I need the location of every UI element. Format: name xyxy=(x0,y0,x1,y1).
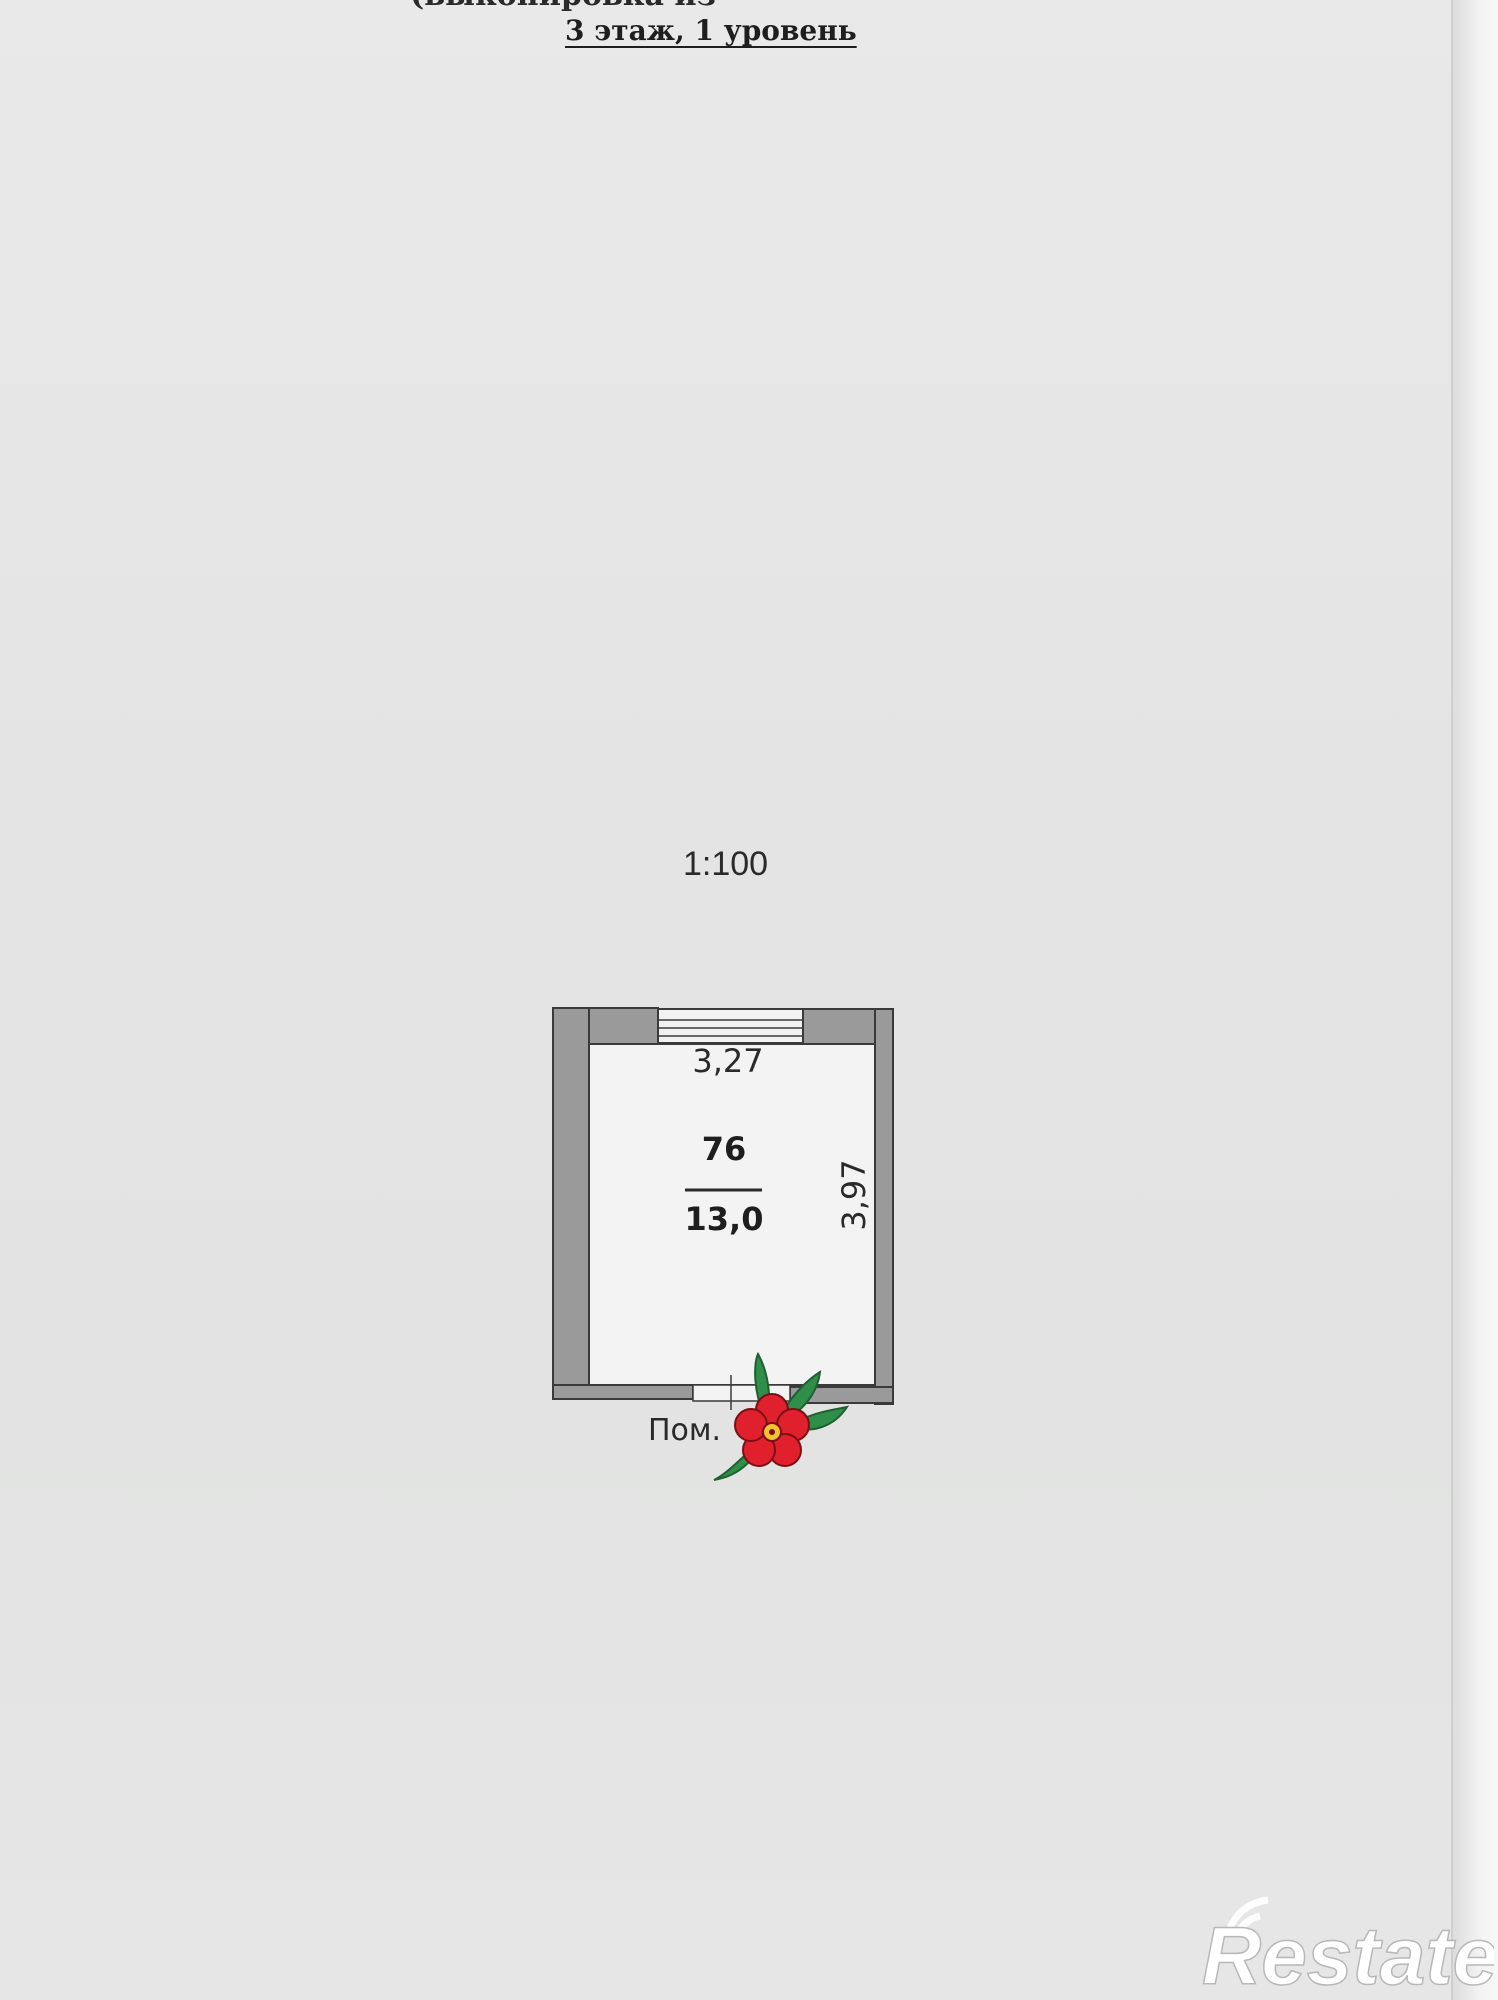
header-cut-line: (выкопировка из xyxy=(410,0,890,13)
header-floor-level: 3 этаж, 1 уровень xyxy=(565,14,857,47)
page-edge-shadow xyxy=(1452,0,1498,2000)
flower-sticker-icon xyxy=(713,1351,850,1481)
length-dimension: 3,97 xyxy=(835,1159,873,1230)
window xyxy=(657,1008,804,1044)
room-area: 13,0 xyxy=(685,1200,764,1238)
room-walls xyxy=(552,1007,894,1405)
scale-label: 1:100 xyxy=(683,845,769,883)
room-caption: Пом. xyxy=(648,1413,721,1448)
width-dimension: 3,27 xyxy=(692,1042,763,1080)
restate-logo-icon: Restate xyxy=(1201,1896,1494,1998)
watermark-brand: Restate xyxy=(1202,1911,1494,1998)
room-number: 76 xyxy=(702,1130,747,1168)
page-edge-line xyxy=(1451,0,1453,2000)
